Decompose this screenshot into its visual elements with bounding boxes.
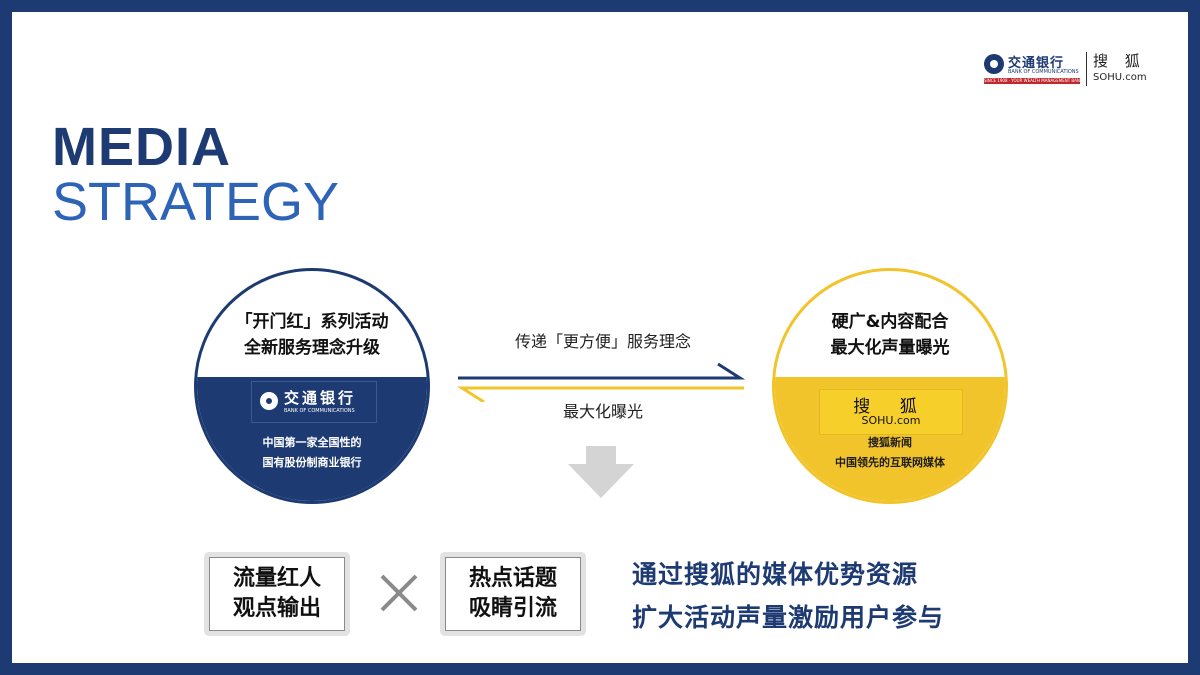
bank-desc-1: 中国第一家全国性的 <box>262 436 362 449</box>
bank-desc-2: 国有股份制商业银行 <box>262 456 362 469</box>
slogan-line-2: 扩大活动声量激励用户参与 <box>632 603 945 632</box>
tag-box-inner <box>445 557 581 631</box>
logo-divider <box>1086 52 1087 86</box>
tag-box-inner <box>209 557 345 631</box>
bank-logo-box-name-en: BANK OF COMMUNICATIONS <box>284 408 355 414</box>
right-arrow <box>458 362 746 380</box>
sohu-logo-box: 搜 狐 SOHU.com <box>819 389 963 435</box>
bank-circle-heading-2: 全新服务理念升级 <box>244 338 380 358</box>
bank-logo-box-name: 交通银行 <box>284 389 357 407</box>
sohu-logo-name-en: SOHU.com <box>1093 72 1147 83</box>
sohu-desc-2: 中国领先的互联网媒体 <box>835 456 945 469</box>
bank-logo-name: 交通银行 <box>1008 56 1065 71</box>
multiply-icon <box>380 574 418 612</box>
sohu-logo-box-name: 搜 狐 <box>853 397 929 417</box>
slogan-line-1: 通过搜狐的媒体优势资源 <box>632 560 919 589</box>
page-title-line2: STRATEGY <box>52 172 340 232</box>
bank-logo-name-en: BANK OF COMMUNICATIONS <box>1008 69 1079 75</box>
tag-box-hot-topic: 热点话题 吸睛引流 <box>440 552 586 636</box>
sohu-circle-heading-2: 最大化声量曝光 <box>830 338 950 358</box>
exchange-arrows-icon <box>456 362 746 402</box>
sohu-logo-name: 搜 狐 <box>1093 52 1146 70</box>
page-title-line1: MEDIA <box>52 117 231 177</box>
tag-box-influencer: 流量红人 观点输出 <box>204 552 350 636</box>
slide: 交通银行 BANK OF COMMUNICATIONS SINCE 1908 ·… <box>12 12 1188 663</box>
bank-circle: 「开门红」系列活动 全新服务理念升级 交通银行 BANK OF COMMUNIC… <box>194 268 430 504</box>
tag-box-1-line-2: 观点输出 <box>232 596 321 621</box>
bank-logo-strip: SINCE 1908 · YOUR WEALTH MANAGEMENT BANK <box>984 78 1080 84</box>
sohu-desc-1: 搜狐新闻 <box>868 436 912 449</box>
tag-box-1-line-1: 流量红人 <box>232 566 321 591</box>
bank-emblem-icon <box>260 392 278 410</box>
partner-logos: 交通银行 BANK OF COMMUNICATIONS SINCE 1908 ·… <box>980 50 1170 96</box>
flow-top-label: 传递「更方便」服务理念 <box>514 332 691 351</box>
bank-circle-heading-1: 「开门红」系列活动 <box>235 312 389 332</box>
flow-bottom-label: 最大化曝光 <box>562 402 643 421</box>
sohu-logo-box-name-en: SOHU.com <box>861 414 921 427</box>
sohu-circle-heading-1: 硬广&内容配合 <box>831 312 949 332</box>
tag-box-2-line-1: 热点话题 <box>468 566 557 591</box>
bank-logo-box: 交通银行 BANK OF COMMUNICATIONS <box>251 381 377 423</box>
left-arrow <box>456 386 744 402</box>
bank-logo-icon <box>984 54 1004 74</box>
down-arrow-icon <box>568 446 634 498</box>
sohu-circle: 硬广&内容配合 最大化声量曝光 搜 狐 SOHU.com 搜狐新闻 中国领先的互… <box>772 268 1008 504</box>
tag-box-2-line-2: 吸睛引流 <box>468 596 557 621</box>
